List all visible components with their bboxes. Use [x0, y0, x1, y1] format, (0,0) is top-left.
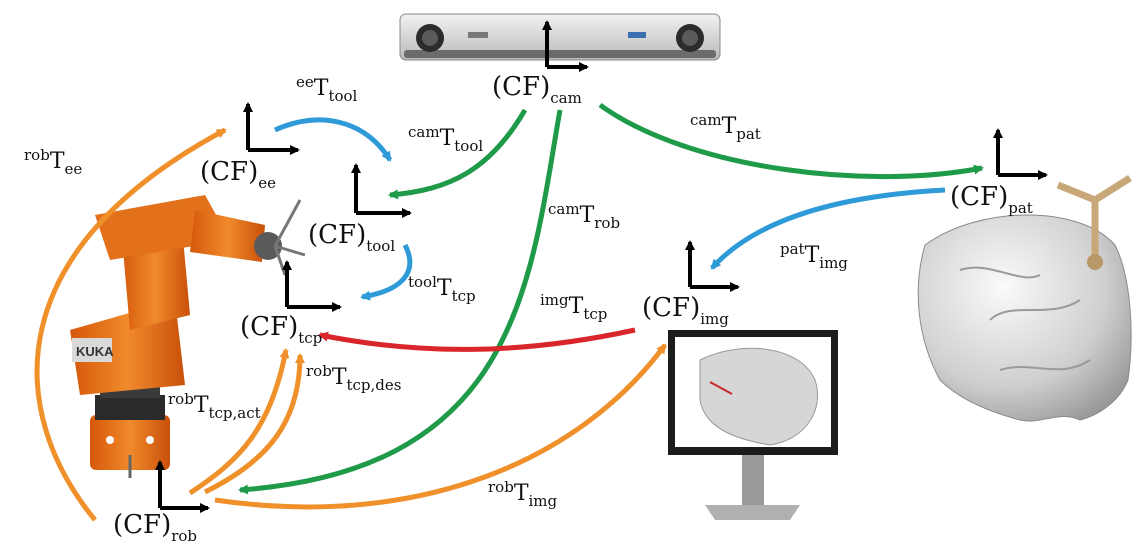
tracking-marker-icon [1056, 175, 1132, 270]
transform-label-ee-tool: eeTtool [296, 73, 358, 105]
axes-img [685, 240, 740, 292]
frame-label-rob: (CF)rob [113, 510, 197, 543]
transform-label-cam-rob: camTrob [548, 200, 620, 232]
transform-label-cam-tool: camTtool [408, 123, 483, 155]
transform-label-pat-img: patTimg [780, 240, 848, 272]
monitor-icon [668, 330, 838, 520]
frame-label-img: (CF)img [642, 293, 729, 328]
arrow-cam-pat [598, 102, 984, 180]
transform-label-rob-img: robTimg [488, 478, 558, 510]
frame-label-cam: (CF)cam [492, 72, 582, 107]
arrow-img-tcp [318, 327, 636, 352]
axes-cam [542, 20, 589, 72]
axes-tcp [282, 260, 342, 312]
axes-ee [243, 102, 300, 155]
arrow-tool-tcp [360, 243, 413, 301]
robot-arm-icon: KUKA [70, 195, 306, 478]
frame-label-pat: (CF)pat [950, 182, 1033, 217]
frame-label-ee: (CF)ee [200, 157, 276, 192]
transform-label-cam-pat: camTpat [690, 111, 761, 143]
svg-text:KUKA: KUKA [76, 344, 114, 359]
transform-label-rob-tcp-act: robTtcp,act [168, 390, 261, 422]
transform-label-rob-ee: robTee [24, 146, 82, 178]
transform-label-rob-tcp-des: robTtcp,des [306, 362, 401, 394]
axes-pat [993, 128, 1048, 180]
arrow-rob-img [214, 343, 668, 510]
axes-rob [155, 460, 210, 513]
arrow-pat-img [710, 187, 946, 270]
arrow-rob-tcp-des [203, 353, 305, 495]
axes-tool [351, 163, 412, 218]
arrow-cam-tool [388, 108, 528, 200]
tracking-camera-icon [399, 13, 721, 61]
frame-label-tcp: (CF)tcp [240, 312, 322, 347]
transform-label-tool-tcp: toolTtcp [408, 273, 476, 305]
arrow-rob-ee [34, 127, 227, 522]
arrow-rob-tcp-act [188, 348, 290, 496]
arrow-ee-tool [273, 117, 393, 162]
arrow-cam-rob [238, 109, 563, 495]
frame-label-tool: (CF)tool [308, 220, 395, 255]
transform-label-img-tcp: imgTtcp [540, 291, 607, 323]
skull-model-icon [917, 214, 1132, 422]
